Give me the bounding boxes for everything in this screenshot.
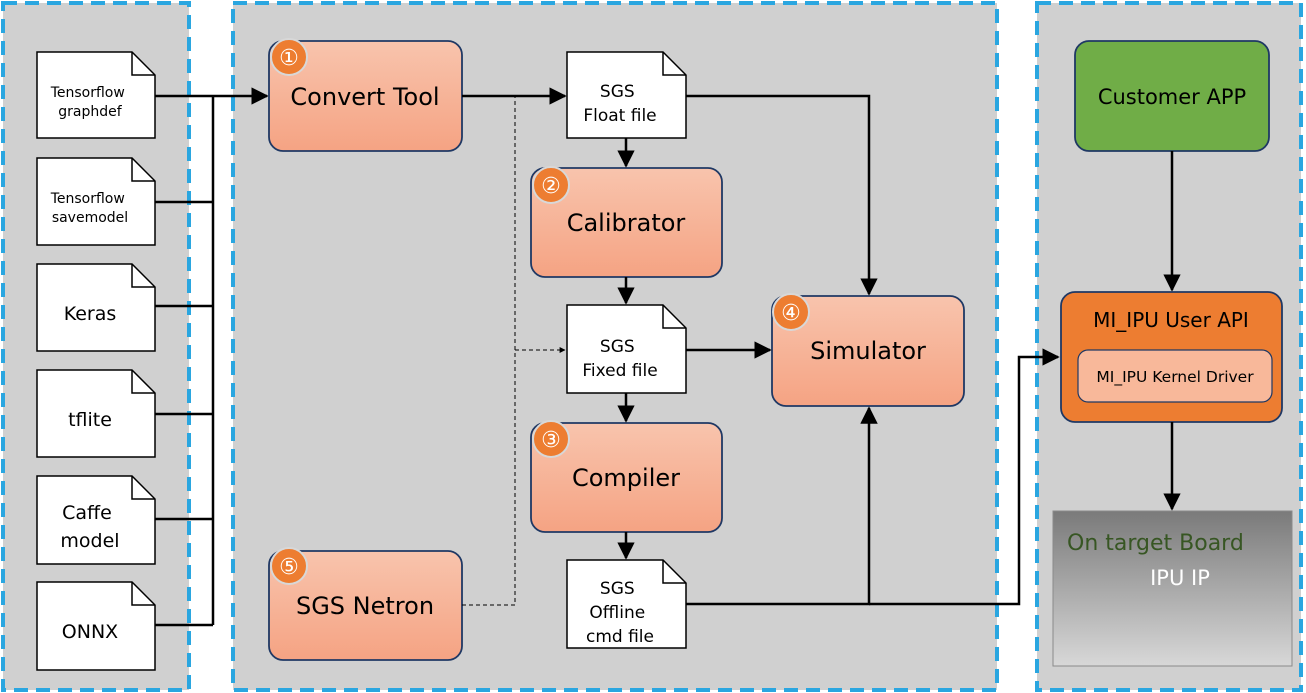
doc-caffe-model: Caffe model [36,475,156,565]
convert-tool-box: Convert Tool [268,40,463,152]
svg-text:ONNX: ONNX [62,621,118,643]
doc-tensorflow-savemodel: Tensorflow savemodel [36,157,156,246]
input-bus [155,87,269,627]
convert-tool-label: Convert Tool [290,83,439,111]
doc-line: model [60,530,119,552]
calibrator-label: Calibrator [567,209,686,237]
doc-line: tflite [68,409,112,431]
svg-text:SGS Float file: SGS Float file [583,82,656,126]
svg-text:Keras: Keras [64,303,117,325]
badge-1: ① [270,38,308,76]
sgs-netron-label: SGS Netron [296,592,434,620]
doc-line: Fixed file [582,361,657,381]
toolchain-arrows [462,87,1060,606]
svg-text:②: ② [541,174,561,199]
simulator-box: Simulator [771,295,965,407]
svg-text:⑤: ⑤ [279,555,299,580]
svg-text:④: ④ [781,301,801,326]
doc-line: Caffe [62,502,112,524]
simulator-label: Simulator [810,337,926,365]
badge-5: ⑤ [270,547,308,585]
badge-2: ② [532,166,570,204]
doc-line: cmd file [586,627,654,647]
doc-line: savemodel [52,210,128,226]
svg-text:SGS Fixed file: SGS Fixed file [582,337,657,381]
kernel-driver-box: MI_IPU Kernel Driver [1077,349,1273,403]
svg-text:③: ③ [541,428,561,453]
svg-text:Tensorflow savemodel: Tensorflow savemodel [50,191,130,226]
doc-keras: Keras [36,263,156,352]
doc-line: Offline [589,603,645,623]
badge-3: ③ [532,420,570,458]
doc-line: graphdef [58,104,122,120]
doc-onnx: ONNX [36,581,156,671]
doc-line: SGS [600,579,635,599]
doc-sgs-float-file: SGS Float file [566,51,687,139]
target-board: On target Board IPU IP [1052,510,1293,667]
customer-app-label: Customer APP [1098,85,1246,109]
svg-text:tflite: tflite [68,409,112,431]
doc-line: SGS [600,337,635,357]
compiler-label: Compiler [572,464,680,492]
doc-line: SGS [600,82,635,102]
board-title: On target Board [1067,531,1244,556]
doc-line: Tensorflow [50,191,125,207]
svg-text:SGS Offline cmd fi: SGS Offline cmd file [586,579,654,647]
ipu-ip-label: IPU IP [1150,566,1210,590]
doc-line: Tensorflow [50,85,125,101]
doc-tflite: tflite [36,369,156,458]
doc-tensorflow-graphdef: Tensorflow graphdef [36,51,156,139]
doc-sgs-fixed-file: SGS Fixed file [566,304,687,394]
user-api-box: MI_IPU User API MI_IPU Kernel Driver [1060,291,1283,423]
doc-sgs-offline-cmd-file: SGS Offline cmd file [566,559,687,649]
badge-4: ④ [772,293,810,331]
sgs-netron-box: SGS Netron [268,550,463,661]
svg-text:Tensorflow graphdef: Tensorflow graphdef [50,85,130,120]
doc-line: Keras [64,303,117,325]
doc-line: ONNX [62,621,118,643]
svg-text:①: ① [279,46,299,71]
user-api-label: MI_IPU User API [1093,308,1249,332]
doc-line: Float file [583,106,656,126]
svg-text:Caffe model: Caffe model [60,502,119,552]
kernel-driver-label: MI_IPU Kernel Driver [1096,368,1254,387]
netron-dashed-links [462,96,566,606]
customer-app-box: Customer APP [1074,40,1270,152]
